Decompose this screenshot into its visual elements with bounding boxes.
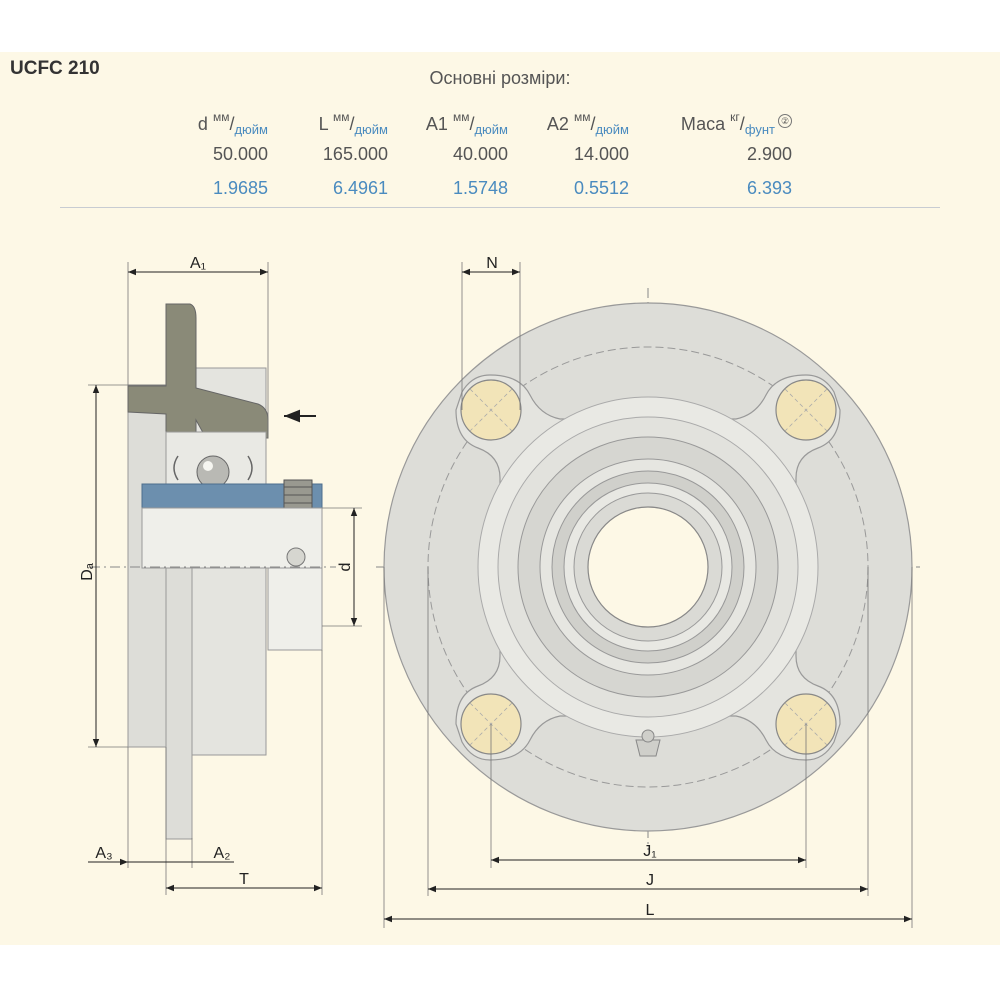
dim-label-A3: A₃ <box>95 845 112 862</box>
col-header-A2: A2 мм/дюйм <box>546 110 629 137</box>
value-A1-inch: 1.5748 <box>452 178 508 198</box>
dim-label-J: J <box>646 872 654 889</box>
value-L-mm: 165.000 <box>322 144 388 164</box>
value-d-inch: 1.9685 <box>212 178 268 198</box>
dim-label-L: L <box>646 902 655 919</box>
front-view: N J₁ J L <box>376 255 920 928</box>
col-header-mass: Маса кг/фунт② <box>630 110 792 137</box>
value-A2-inch: 0.5512 <box>573 178 629 198</box>
dim-label-N: N <box>486 255 498 272</box>
bolt-hole-top-left <box>460 379 522 441</box>
value-A1-mm: 40.000 <box>452 144 508 164</box>
dim-label-A2: A₂ <box>214 845 231 862</box>
bolt-hole-top-right <box>775 379 837 441</box>
dim-label-A1: A₁ <box>190 255 206 272</box>
col-header-L: L мм/дюйм <box>318 110 388 137</box>
col-header-d: d мм/дюйм <box>197 110 268 137</box>
dimensions-heading: Основні розміри: <box>429 68 571 88</box>
product-title: UCFC 210 <box>10 58 100 79</box>
footnote-2-icon: ② <box>778 114 792 128</box>
dim-label-T: T <box>239 871 249 888</box>
side-view: A₁ Dₐ d A₃ A₂ T <box>79 255 362 895</box>
value-mass-lb: 6.393 <box>746 178 792 198</box>
value-mass-kg: 2.900 <box>746 144 792 164</box>
dim-label-d: d <box>337 563 354 572</box>
dim-label-Da: Dₐ <box>79 562 96 581</box>
value-L-inch: 6.4961 <box>332 178 388 198</box>
value-A2-mm: 14.000 <box>573 144 629 164</box>
dim-label-J1: J₁ <box>643 843 656 860</box>
table-separator <box>60 207 940 208</box>
value-d-mm: 50.000 <box>212 144 268 164</box>
col-header-A1: A1 мм/дюйм <box>425 110 508 137</box>
